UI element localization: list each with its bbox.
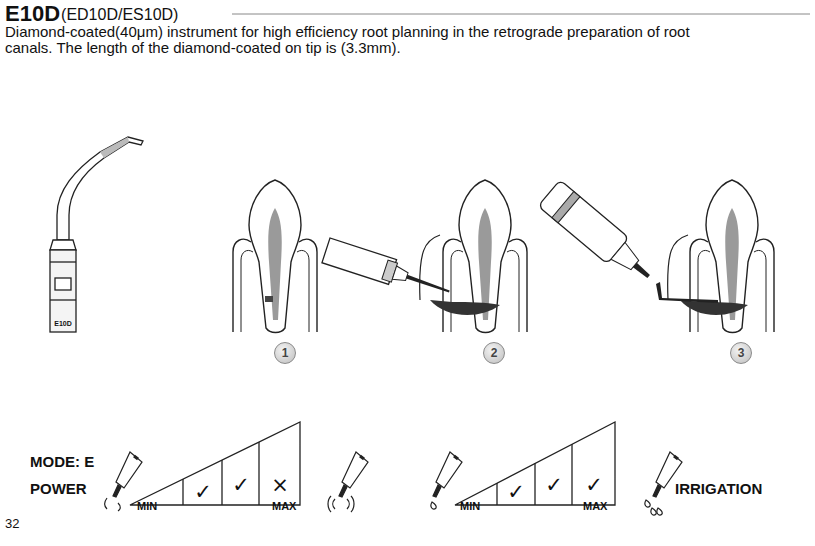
callout-number: 3 bbox=[730, 342, 752, 364]
max-label: MAX bbox=[583, 500, 607, 512]
mode-label: MODE: E bbox=[30, 454, 94, 471]
cross-mark: × bbox=[271, 474, 289, 497]
callout-number: 2 bbox=[483, 342, 505, 364]
callout-text: 3 bbox=[738, 346, 745, 360]
power-label: POWER bbox=[30, 481, 87, 498]
check-mark: ✓ bbox=[232, 474, 250, 497]
title: E10D bbox=[5, 2, 60, 26]
max-label: MAX bbox=[272, 500, 296, 512]
page-number: 32 bbox=[5, 517, 19, 531]
callout-text: 2 bbox=[491, 346, 498, 360]
check-mark: ✓ bbox=[545, 474, 563, 497]
check-mark: ✓ bbox=[585, 474, 603, 497]
description: Diamond-coated(40μm) instrument for high… bbox=[5, 24, 705, 56]
tip-marking: E10D bbox=[54, 320, 72, 328]
check-mark: ✓ bbox=[194, 481, 212, 504]
check-mark: ✓ bbox=[507, 481, 525, 504]
callout-text: 1 bbox=[282, 346, 289, 360]
irrigation-label: IRRIGATION bbox=[675, 481, 762, 498]
min-label: MIN bbox=[460, 500, 480, 512]
min-label: MIN bbox=[137, 500, 157, 512]
model-variants: (ED10D/ES10D) bbox=[61, 6, 178, 24]
callout-number: 1 bbox=[274, 342, 296, 364]
